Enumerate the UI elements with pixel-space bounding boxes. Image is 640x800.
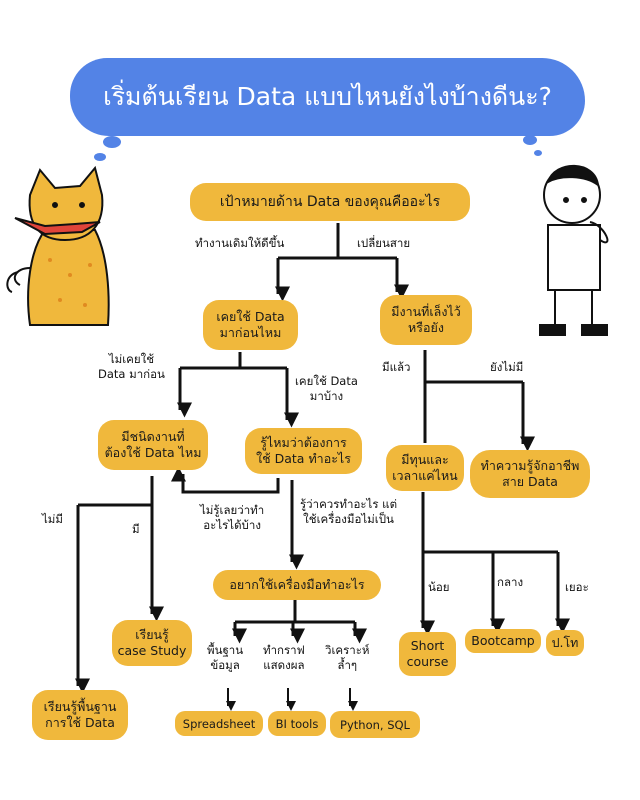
edge-label-change-career: เปลี่ยนสาย — [357, 236, 411, 250]
edge-label-have-already: มีแล้ว — [382, 360, 411, 374]
label-line: ใช้เครื่องมือไม่เป็น — [303, 512, 394, 526]
node-text: การใช้ Data — [45, 715, 115, 730]
node-text: เรียนรู้ — [135, 627, 169, 642]
label-line: รู้ว่าควรทำอะไร แต่ — [300, 497, 398, 511]
edge-label-improve-current: ทำงานเดิมให้ดีขึ้น — [195, 236, 285, 250]
label-line: วิเคราะห์ — [325, 643, 370, 657]
label-line: ไม่เคยใช้ — [108, 352, 155, 366]
node-which-tool: อยากใช้เครื่องมือทำอะไร — [213, 570, 381, 600]
node-text: เคยใช้ Data — [216, 309, 285, 324]
node-know-purpose: รู้ไหมว่าต้องการใช้ Data ทำอะไร — [245, 428, 362, 474]
node-text: สาย Data — [502, 474, 558, 489]
label-line: ทำกราฟ — [263, 643, 305, 657]
edge-label-never-used: ไม่เคยใช้Data มาก่อน — [98, 352, 165, 382]
person-illustration — [539, 164, 609, 336]
node-bi-tools: BI tools — [268, 711, 326, 736]
thought-dots-left — [94, 136, 121, 161]
node-text: ใช้ Data ทำอะไร — [256, 451, 351, 466]
label-line: อะไรได้บ้าง — [203, 518, 261, 532]
node-goal: เป้าหมายด้าน Data ของคุณคืออะไร — [190, 183, 470, 221]
edge-label-medium: กลาง — [497, 575, 524, 589]
node-case-study: เรียนรู้case Study — [112, 620, 192, 666]
node-spreadsheet: Spreadsheet — [175, 711, 263, 736]
node-text: มีทุนและ — [401, 452, 449, 467]
node-text: อยากใช้เครื่องมือทำอะไร — [229, 577, 365, 592]
node-text: ป.โท — [551, 635, 579, 650]
node-explore-careers: ทำความรู้จักอาชีพสาย Data — [470, 450, 590, 498]
node-text: Spreadsheet — [182, 716, 256, 731]
label-line: แสดงผล — [263, 658, 305, 672]
node-python-sql: Python, SQL — [330, 711, 420, 738]
edge-label-no-idea: ไม่รู้เลยว่าทำอะไรได้บ้าง — [200, 503, 264, 533]
edge-label-yes: มี — [132, 522, 140, 536]
node-text: ทำความรู้จักอาชีพ — [480, 458, 580, 473]
node-masters: ป.โท — [546, 630, 584, 656]
node-text: Bootcamp — [471, 633, 535, 648]
node-text: ต้องใช้ Data ไหม — [104, 445, 202, 460]
title: เริ่มต้นเรียน Data แบบไหนยังไงบ้างดีนะ? — [103, 82, 552, 111]
cat-illustration — [6, 165, 110, 326]
node-text: มีงานที่เล็งไว้ — [391, 304, 461, 319]
label-line: เคยใช้ Data — [295, 374, 358, 388]
thought-dots-right — [523, 135, 542, 156]
node-text: เป้าหมายด้าน Data ของคุณคืออะไร — [219, 194, 441, 210]
node-text: เวลาแค่ไหน — [392, 468, 458, 483]
node-text: เรียนรู้พื้นฐาน — [43, 699, 117, 714]
title-bubble: เริ่มต้นเรียน Data แบบไหนยังไงบ้างดีนะ? — [70, 58, 585, 136]
node-bootcamp: Bootcamp — [465, 629, 541, 653]
node-target-job: มีงานที่เล็งไว้หรือยัง — [380, 295, 472, 345]
node-text: หรือยัง — [408, 320, 444, 335]
node-job-type: มีชนิดงานที่ต้องใช้ Data ไหม — [98, 420, 208, 470]
label-line: พื้นฐาน — [207, 643, 244, 657]
node-text: มาก่อนไหม — [219, 325, 282, 340]
label-line: มาบ้าง — [309, 389, 344, 403]
edge-label-data-basics: พื้นฐานข้อมูล — [207, 643, 243, 673]
node-text: Python, SQL — [340, 717, 410, 732]
label-line: ข้อมูล — [210, 658, 240, 672]
node-text: มีชนิดงานที่ — [121, 429, 185, 444]
edge-label-little: น้อย — [428, 580, 450, 594]
node-text: course — [406, 654, 449, 669]
edge-label-make-charts: ทำกราฟแสดงผล — [263, 643, 305, 673]
edge-label-not-yet: ยังไม่มี — [490, 360, 524, 374]
node-text: BI tools — [275, 716, 319, 731]
label-line: ล้ำๆ — [337, 658, 358, 672]
edge-label-know-but-no-tools: รู้ว่าควรทำอะไร แต่ใช้เครื่องมือไม่เป็น — [300, 497, 397, 527]
edge-label-lots: เยอะ — [565, 580, 589, 594]
label-line: ไม่รู้เลยว่าทำ — [200, 503, 265, 517]
node-text: case Study — [117, 643, 187, 658]
edge-label-no: ไม่มี — [42, 512, 63, 526]
node-text: รู้ไหมว่าต้องการ — [260, 435, 347, 450]
label-line: Data มาก่อน — [98, 367, 165, 381]
node-text: Short — [410, 638, 445, 653]
node-budget-time: มีทุนและเวลาแค่ไหน — [386, 445, 464, 491]
node-basics: เรียนรู้พื้นฐานการใช้ Data — [32, 690, 128, 740]
edge-label-advanced-analysis: วิเคราะห์ล้ำๆ — [325, 643, 369, 673]
